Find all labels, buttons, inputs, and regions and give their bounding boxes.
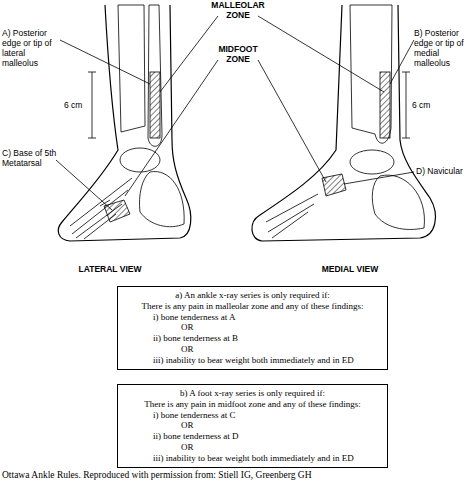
leader-line: [60, 40, 150, 84]
anatomy-label: MALLEOLAR ZONE: [206, 0, 270, 20]
calcaneus-bone: [372, 175, 424, 229]
midfoot-hatch: [104, 200, 130, 222]
criteria-text: iii) inability to bear weight both immed…: [123, 355, 382, 366]
leader-line: [390, 40, 414, 84]
leader-line: [160, 16, 218, 92]
anatomy-label: B) Posterior edge or tip of medial malle…: [414, 28, 474, 68]
leader-line: [344, 172, 414, 184]
navicular-hatch: [322, 174, 346, 196]
medial-foot: [252, 5, 436, 241]
anatomy-label: MEDIAL VIEW: [290, 264, 410, 274]
talus-bone: [350, 150, 394, 174]
criteria-text: OR: [123, 442, 382, 453]
anatomy-label: D) Navicular: [416, 166, 472, 176]
criteria-text: There is any pain in midfoot zone and an…: [123, 399, 382, 410]
criteria-text: ii) bone tenderness at D: [123, 431, 382, 442]
leader-lines: [56, 16, 414, 210]
criteria-text: OR: [123, 420, 382, 431]
criteria-box: b) A foot x-ray series is only required …: [117, 384, 388, 468]
criteria-text: ii) bone tenderness at B: [123, 333, 382, 344]
figure-caption: Ottawa Ankle Rules. Reproduced with perm…: [2, 470, 312, 480]
leader-line: [258, 60, 326, 182]
metatarsal-bones: [266, 194, 318, 238]
anatomy-label: LATERAL VIEW: [50, 264, 170, 274]
lateral-foot: [58, 5, 191, 241]
criteria-heading: b) A foot x-ray series is only required …: [123, 388, 382, 399]
criteria-box: a) An ankle x-ray series is only require…: [117, 286, 388, 370]
anatomy-label: MIDFOOT ZONE: [213, 44, 263, 64]
malleolar-hatch: [380, 72, 390, 138]
foot-outline: [252, 5, 436, 241]
dimension-line: [402, 72, 410, 138]
criteria-text: There is any pain in malleolar zone and …: [123, 301, 382, 312]
criteria-text: OR: [123, 344, 382, 355]
leader-line: [56, 160, 112, 210]
anatomy-label: C) Base of 5th Metatarsal: [2, 148, 58, 168]
leader-line: [125, 60, 218, 196]
criteria-text: i) bone tenderness at C: [123, 410, 382, 421]
foot-outline: [58, 5, 191, 241]
anatomy-label: 6 cm: [64, 100, 90, 110]
leader-line: [258, 16, 384, 92]
tibia-bone: [350, 5, 392, 143]
criteria-text: OR: [123, 322, 382, 333]
talus-bone: [120, 148, 160, 172]
malleolar-hatch: [150, 72, 160, 138]
criteria-text: i) bone tenderness at A: [123, 312, 382, 323]
calcaneus-bone: [139, 172, 184, 227]
tibia-bone: [118, 5, 145, 132]
anatomy-label: A) Posterior edge or tip of lateral mall…: [2, 28, 62, 68]
dimension-line: [88, 72, 96, 138]
criteria-heading: a) An ankle x-ray series is only require…: [123, 290, 382, 301]
anatomy-label: 6 cm: [412, 100, 438, 110]
criteria-text: iii) inability to bear weight both immed…: [123, 453, 382, 464]
metatarsal-bones: [70, 178, 132, 239]
fibula-bone: [148, 5, 162, 146]
